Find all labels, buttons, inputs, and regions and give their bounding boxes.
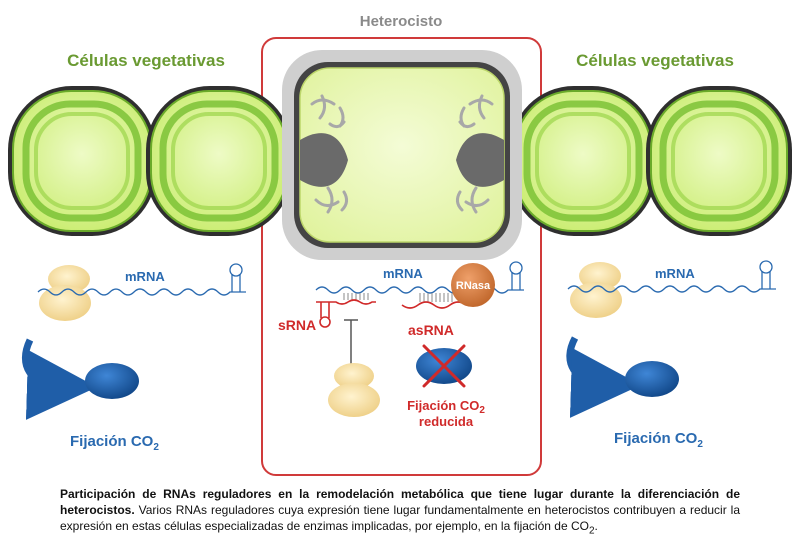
ribosome-center — [328, 363, 380, 417]
vegetative-cell-left-1 — [8, 86, 156, 236]
enzyme-right — [625, 361, 679, 397]
mrna-label-left: mRNA — [125, 269, 165, 284]
vegetative-cells-label-right: Células vegetativas — [576, 51, 734, 70]
srna-label: sRNA — [278, 317, 316, 333]
ribosome-left — [39, 265, 91, 321]
mrna-label-center: mRNA — [383, 266, 423, 281]
co2-fixation-reduced-line2: reducida — [419, 414, 474, 429]
heterocyst-label: Heterocisto — [360, 13, 443, 30]
hairpin-center-icon — [509, 261, 523, 290]
rnasa-label: RNasa — [456, 280, 491, 292]
vegetative-cells-label-left: Células vegetativas — [67, 51, 225, 70]
figure-caption: Participación de RNAs reguladores en la … — [60, 486, 740, 539]
rnasa-enzyme — [451, 263, 495, 307]
srna-strand — [316, 299, 376, 328]
asrna-label: asRNA — [408, 322, 454, 338]
hairpin-left-icon — [229, 263, 243, 292]
translation-arrow-left — [22, 338, 97, 420]
co2-fixation-left: Fijación CO2 — [70, 433, 159, 453]
inhibition-symbol — [344, 319, 358, 364]
caption-bold: Participación de RNAs reguladores en la … — [60, 487, 740, 517]
co2-fixation-right: Fijación CO2 — [614, 430, 703, 450]
mrna-strand-right — [567, 285, 776, 293]
base-pairing-ticks — [343, 293, 453, 302]
caption-text: Varios RNAs reguladores cuya expresión t… — [60, 503, 740, 533]
heterocyst-cell — [282, 50, 522, 260]
enzyme-left — [85, 363, 139, 399]
hairpin-right-icon — [759, 260, 773, 289]
caption-end: . — [594, 519, 598, 533]
heterocyst-diagram: Heterocisto Células vegetativas Células … — [8, 13, 792, 476]
mrna-label-right: mRNA — [655, 266, 695, 281]
caption-sub: 2 — [588, 525, 595, 537]
blocked-x-icon — [422, 344, 466, 388]
mrna-strand-left — [37, 288, 246, 296]
co2-fixation-reduced: Fijación CO2 — [407, 398, 485, 416]
vegetative-cell-right-2 — [646, 86, 792, 236]
vegetative-cell-left-2 — [146, 86, 292, 236]
heterocyst-frame — [261, 37, 542, 476]
translation-arrow-right — [566, 336, 641, 418]
asrna-strand — [401, 301, 470, 309]
vegetative-cell-right-1 — [510, 86, 656, 236]
